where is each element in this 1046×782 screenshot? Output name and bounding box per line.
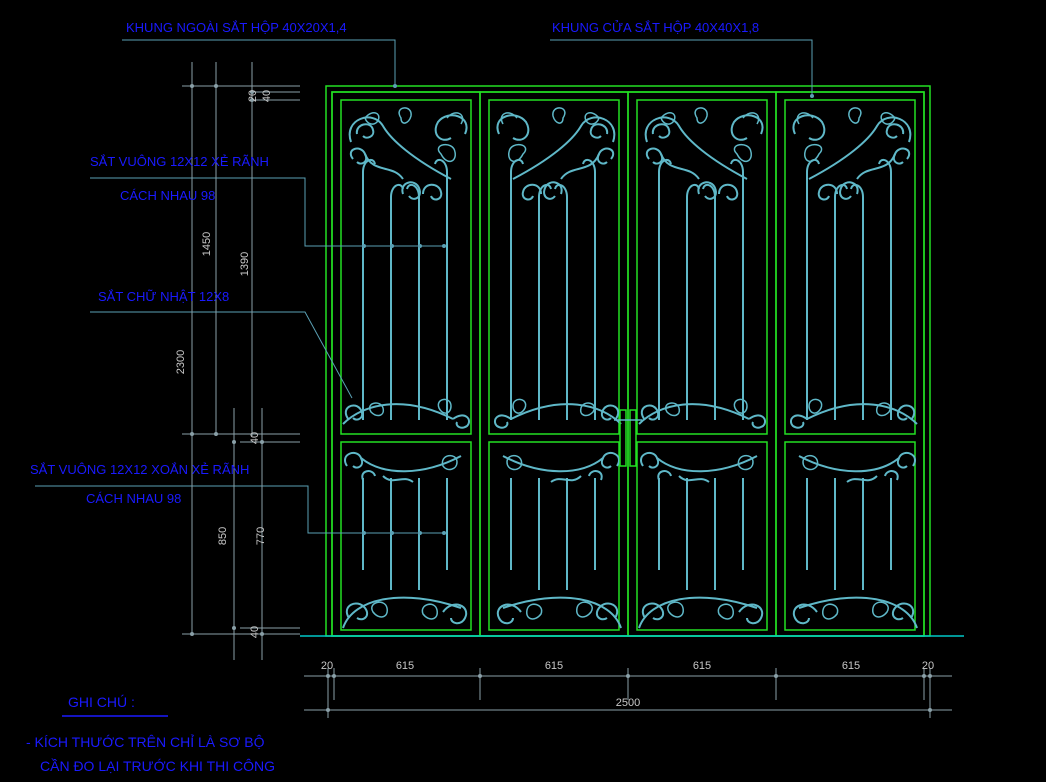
leader-lines: [35, 39, 813, 534]
mid-scroll-ornament: [493, 398, 622, 429]
vertical-bar: [834, 183, 848, 420]
leader-door-frame: [550, 39, 813, 96]
upper-panel: [340, 99, 472, 435]
left-dimension-lines: [182, 62, 300, 660]
latch-left: [619, 409, 627, 467]
dim-1450: 1450: [201, 232, 213, 256]
dim-850: 850: [217, 527, 229, 545]
dim-panel-2: 615: [545, 660, 563, 672]
door-leaf-frame: [331, 91, 481, 637]
notes-line-1: - KÍCH THƯỚC TRÊN CHỈ LÀ SƠ BỘ: [26, 734, 265, 750]
bottom-scroll-ornament: [342, 596, 468, 629]
lower-top-scroll-ornament: [502, 451, 621, 483]
dim-total-width: 2500: [616, 697, 640, 709]
dim-panel-3: 615: [693, 660, 711, 672]
dim-770: 770: [255, 527, 267, 545]
leader-outer-frame: [122, 39, 396, 86]
lower-top-scroll-ornament: [639, 451, 758, 483]
vertical-bar: [686, 183, 700, 420]
lower-top-scroll-ornament: [343, 451, 462, 483]
vertical-bar: [362, 158, 376, 420]
lower-top-scroll-ornament: [798, 451, 917, 483]
latch-right: [629, 409, 637, 467]
label-door-frame: KHUNG CỬA SẮT HỘP 40X40X1,8: [552, 20, 759, 35]
dim-panel-4: 615: [842, 660, 860, 672]
vertical-bar: [406, 183, 420, 420]
leader-square-bar-1: [90, 177, 444, 247]
label-outer-frame: KHUNG NGOÀI SẮT HỘP 40X20X1,4: [126, 20, 347, 35]
door-leaf-frame: [479, 91, 629, 637]
vertical-bar: [538, 183, 552, 420]
vertical-bar: [878, 158, 892, 420]
vertical-bar: [850, 183, 864, 420]
door-leaf-frame: [775, 91, 925, 637]
dim-2300: 2300: [175, 350, 187, 374]
vertical-bar: [434, 158, 448, 420]
bottom-scroll-ornament: [792, 596, 918, 629]
vertical-bar: [510, 158, 524, 420]
upper-panel: [636, 99, 768, 435]
mid-scroll-ornament: [342, 398, 471, 429]
dim-top-40: 40: [261, 90, 273, 102]
label-square-bar-2-spacing: CÁCH NHAU 98: [86, 491, 181, 506]
label-rect-bar: SẮT CHỮ NHẬT 12X8: [98, 289, 229, 304]
bottom-scroll-ornament: [638, 596, 764, 629]
vertical-bar: [554, 183, 568, 420]
mid-scroll-ornament: [638, 398, 767, 429]
dim-top-20: 20: [247, 90, 259, 102]
notes-title: GHI CHÚ :: [68, 694, 135, 710]
dim-edge-left: 20: [321, 660, 333, 672]
door-leaf-frame: [627, 91, 777, 637]
vertical-bar: [730, 158, 744, 420]
label-square-bar-2: SẮT VUÔNG 12X12 XOẮN XẺ RÃNH: [30, 462, 249, 477]
vertical-bar: [702, 183, 716, 420]
upper-panel: [784, 99, 916, 435]
gate-elevation: [325, 85, 931, 637]
dim-edge-right: 20: [922, 660, 934, 672]
vertical-bar: [806, 158, 820, 420]
upper-panel: [488, 99, 620, 435]
lower-panel: [636, 441, 768, 631]
mid-scroll-ornament: [789, 398, 918, 429]
dim-1390: 1390: [239, 252, 251, 276]
label-square-bar-1-spacing: CÁCH NHAU 98: [120, 188, 215, 203]
lower-panel: [340, 441, 472, 631]
notes-line-2: CẦN ĐO LẠI TRƯỚC KHI THI CÔNG: [40, 758, 275, 774]
vertical-bar: [582, 158, 596, 420]
bottom-scroll-ornament: [496, 596, 622, 629]
vertical-bar: [390, 183, 404, 420]
lower-panel: [488, 441, 620, 631]
dim-bottom-40: 40: [249, 626, 261, 638]
lower-panel: [784, 441, 916, 631]
leader-rect-bar: [90, 311, 353, 399]
label-square-bar-1: SẮT VUÔNG 12X12 XẺ RÃNH: [90, 154, 269, 169]
leader-square-bar-2: [35, 485, 444, 534]
dim-mid-40: 40: [249, 432, 261, 444]
dim-panel-1: 615: [396, 660, 414, 672]
vertical-bar: [658, 158, 672, 420]
